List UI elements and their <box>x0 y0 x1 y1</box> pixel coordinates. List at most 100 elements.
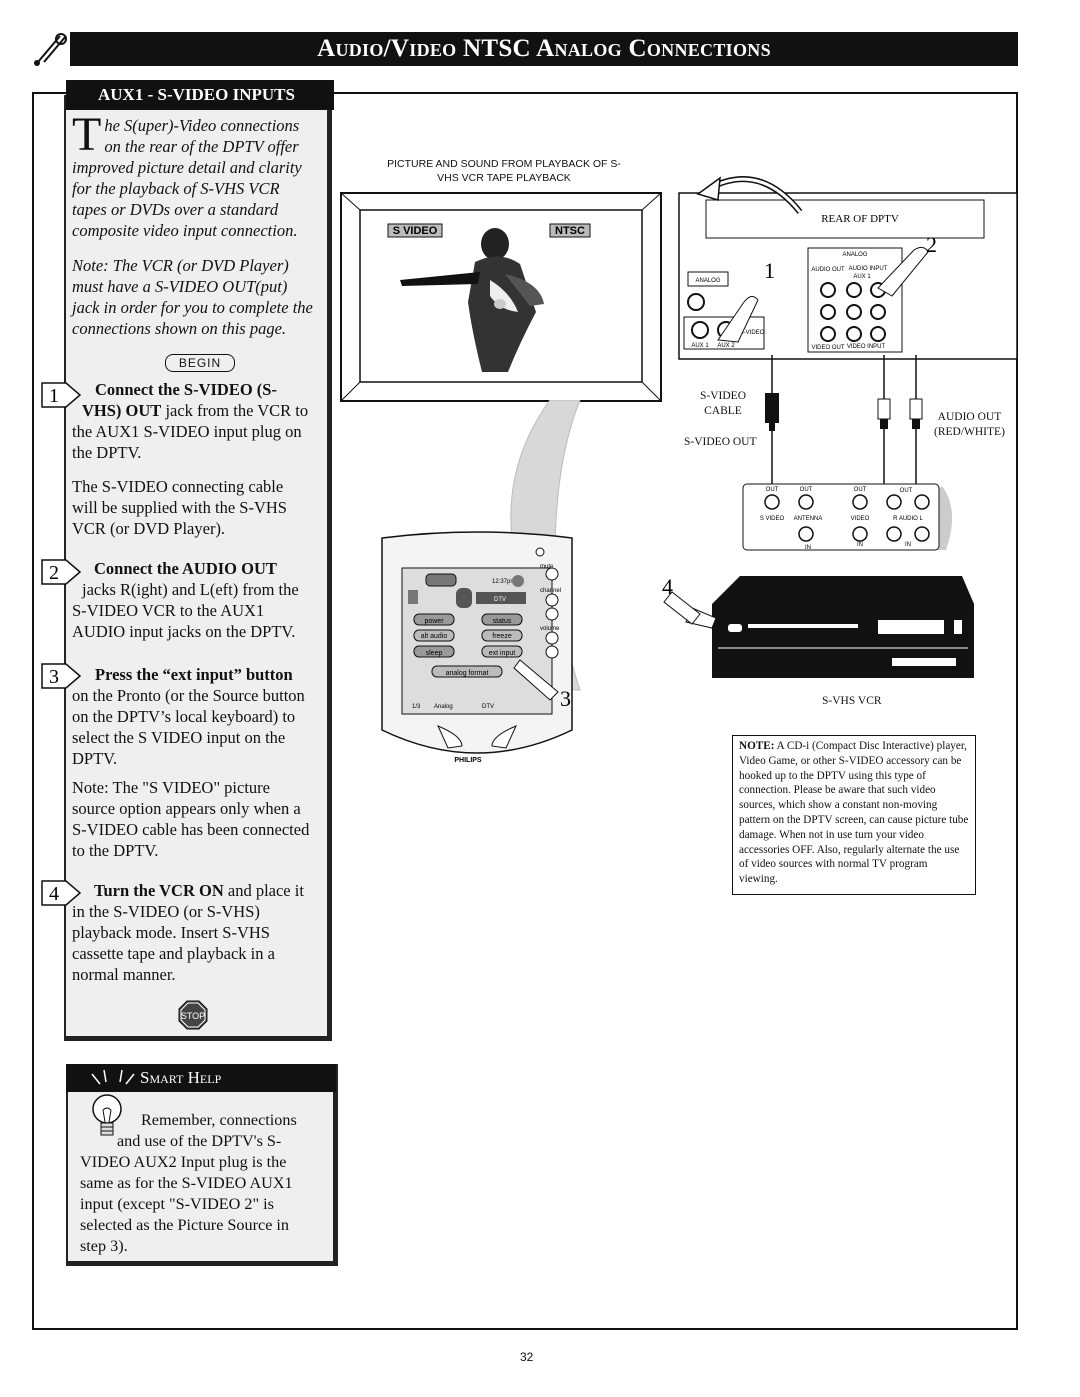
svideo-out-label: S-VIDEO OUT <box>684 436 757 448</box>
stop-sign-icon: STOP <box>178 1000 208 1030</box>
stop-label: STOP <box>181 1011 205 1021</box>
note-line: must have a S-VIDEO OUT(put) <box>72 277 288 296</box>
jack-out-label: OUT <box>766 487 779 493</box>
remote-mute-label: mute <box>540 564 554 570</box>
rear-label: REAR OF DPTV <box>821 213 899 225</box>
remote-dtv: DTV <box>494 597 506 603</box>
step-line: cassette tape and playback in a <box>72 944 275 963</box>
callout-3: 3 <box>560 686 571 711</box>
audio-out-label: AUDIO OUT (RED/WHITE) <box>934 410 1005 440</box>
caption-line: PICTURE AND SOUND FROM PLAYBACK OF S- <box>387 158 621 170</box>
baseball-player-image <box>400 228 544 372</box>
step-line: S-VIDEO cable has been connected <box>72 820 310 839</box>
note-line: jack in order for you to complete the <box>72 298 313 317</box>
intro-line: composite video input connection. <box>72 221 298 240</box>
drop-cap: T <box>72 108 102 161</box>
intro-paragraph: T he S(uper)-Video connections on the re… <box>72 108 332 241</box>
picture-caption: PICTURE AND SOUND FROM PLAYBACK OF S- VH… <box>356 157 652 185</box>
jack-out-label: OUT <box>800 487 813 493</box>
video-out-label: VIDEO OUT <box>811 345 844 351</box>
step-line: playback mode. Insert S-VHS <box>72 923 270 942</box>
header-bar <box>70 32 1018 66</box>
tv-screen-illustration: S VIDEO NTSC <box>340 192 662 402</box>
step-heading: Turn the VCR ON <box>94 881 224 900</box>
callout-4: 4 <box>662 574 673 599</box>
remote-dtv-tab: DTV <box>482 704 494 710</box>
step-line: VCR (or DVD Player). <box>72 519 226 538</box>
remote-time: 12:37pm <box>492 579 515 585</box>
note-label: NOTE: <box>739 740 775 752</box>
step-3-text: Press the “ext input” button on the Pron… <box>72 664 334 769</box>
callout-2: 2 <box>926 232 937 257</box>
note-line: Note: The VCR (or DVD Player) <box>72 256 289 275</box>
light-bulb-icon <box>92 1094 122 1136</box>
step-number: 3 <box>49 666 59 688</box>
analog-left-label: ANALOG <box>695 278 720 284</box>
help-line: Remember, connections <box>141 1111 297 1129</box>
step-1-marker: 1 <box>41 382 82 408</box>
pronto-remote-illustration: 12:37pm DTV power status alt audio freez… <box>381 531 573 764</box>
help-line: selected as the Picture Source in <box>80 1216 290 1234</box>
step-line: The S-VIDEO connecting cable <box>72 477 284 496</box>
help-line: input (except "S-VIDEO 2" is <box>80 1195 274 1213</box>
jack-in-label: IN <box>857 542 863 548</box>
svideo-jack-label: S-VIDEO <box>740 330 765 336</box>
jack-out-label: OUT <box>900 488 913 494</box>
step-2-text: Connect the AUDIO OUT jacks R(ight) and … <box>72 558 334 642</box>
step-line: the AUX1 S-VIDEO input plug on <box>72 422 302 441</box>
aux1-jack-label: AUX 1 <box>691 343 709 349</box>
jack-audio-label: R AUDIO L <box>893 516 923 522</box>
aux2-jack-label: AUX 2 <box>717 343 735 349</box>
intro-line: improved picture detail and clarity <box>72 158 302 177</box>
step-line: AUDIO input jacks on the DPTV. <box>72 622 296 641</box>
step-heading: Connect the AUDIO OUT <box>94 559 277 578</box>
jack-out-label: OUT <box>854 487 867 493</box>
begin-badge: BEGIN <box>165 354 235 372</box>
audio-input-label: AUDIO INPUT <box>849 266 888 272</box>
step-line: normal manner. <box>72 965 176 984</box>
page-number: 32 <box>520 1350 534 1364</box>
smart-help-title: Smart Help <box>140 1068 222 1087</box>
intro-line: he S(uper)-Video connections <box>104 116 300 135</box>
page-title: Audio/Video NTSC Analog Connections <box>317 35 771 62</box>
jack-in-label: IN <box>905 542 911 548</box>
remote-ext-input-button: ext input <box>489 650 516 657</box>
rear-arrow <box>696 176 803 214</box>
note-text: A CD-i (Compact Disc Interactive) player… <box>739 740 969 886</box>
remote-alt-audio-button: alt audio <box>421 633 448 640</box>
remote-page: 1/3 <box>412 704 421 710</box>
step-2-marker: 2 <box>41 559 82 585</box>
cables <box>765 355 923 485</box>
step-line: on the Pronto (or the Source button <box>72 686 305 705</box>
step-3-marker: 3 <box>41 663 82 689</box>
remote-freeze-button: freeze <box>492 633 512 640</box>
aux1-label: AUX 1 <box>853 274 871 280</box>
remote-volume-label: volume <box>540 626 560 632</box>
dptv-rear-panel: REAR OF DPTV ANALOG AUDIO OUT AUDIO INPU… <box>678 192 1018 360</box>
vcr-label: S-VHS VCR <box>822 695 882 707</box>
step-3-note: Note: The "S VIDEO" picture source optio… <box>72 777 334 861</box>
jack-in-label: IN <box>805 545 811 551</box>
step-line: select the S VIDEO input on the <box>72 728 286 747</box>
help-line: same as for the S-VIDEO AUX1 <box>80 1174 293 1192</box>
section-icon <box>34 33 67 66</box>
vcr-jack-panel: OUT OUT OUT OUT S VIDEO ANTENNA VIDEO R … <box>742 483 953 551</box>
step-line: on the DPTV’s local keyboard) to <box>72 707 296 726</box>
step-line: Note: The "S VIDEO" picture <box>72 778 270 797</box>
note-line: connections shown on this page. <box>72 319 287 338</box>
remote-analog-tab: Analog <box>434 704 453 710</box>
step-4-marker: 4 <box>41 880 82 906</box>
step-text: jack from the VCR to <box>161 401 309 420</box>
remote-analog-format-button: analog format <box>446 670 489 677</box>
step-line: DPTV. <box>72 749 118 768</box>
step-text: and place it <box>223 881 304 900</box>
svideo-cable-label: S-VIDEO CABLE <box>693 389 753 419</box>
step-line: jacks R(ight) and L(eft) from the <box>82 580 299 599</box>
remote-channel-label: channel <box>540 588 561 594</box>
help-line: and use of the DPTV's S- <box>117 1132 282 1150</box>
step-heading-cont: VHS) OUT <box>82 401 162 420</box>
step-number: 2 <box>49 562 59 584</box>
step-number: 1 <box>49 385 59 407</box>
step-line: source option appears only when a <box>72 799 301 818</box>
step-line: S-VIDEO VCR to the AUX1 <box>72 601 265 620</box>
